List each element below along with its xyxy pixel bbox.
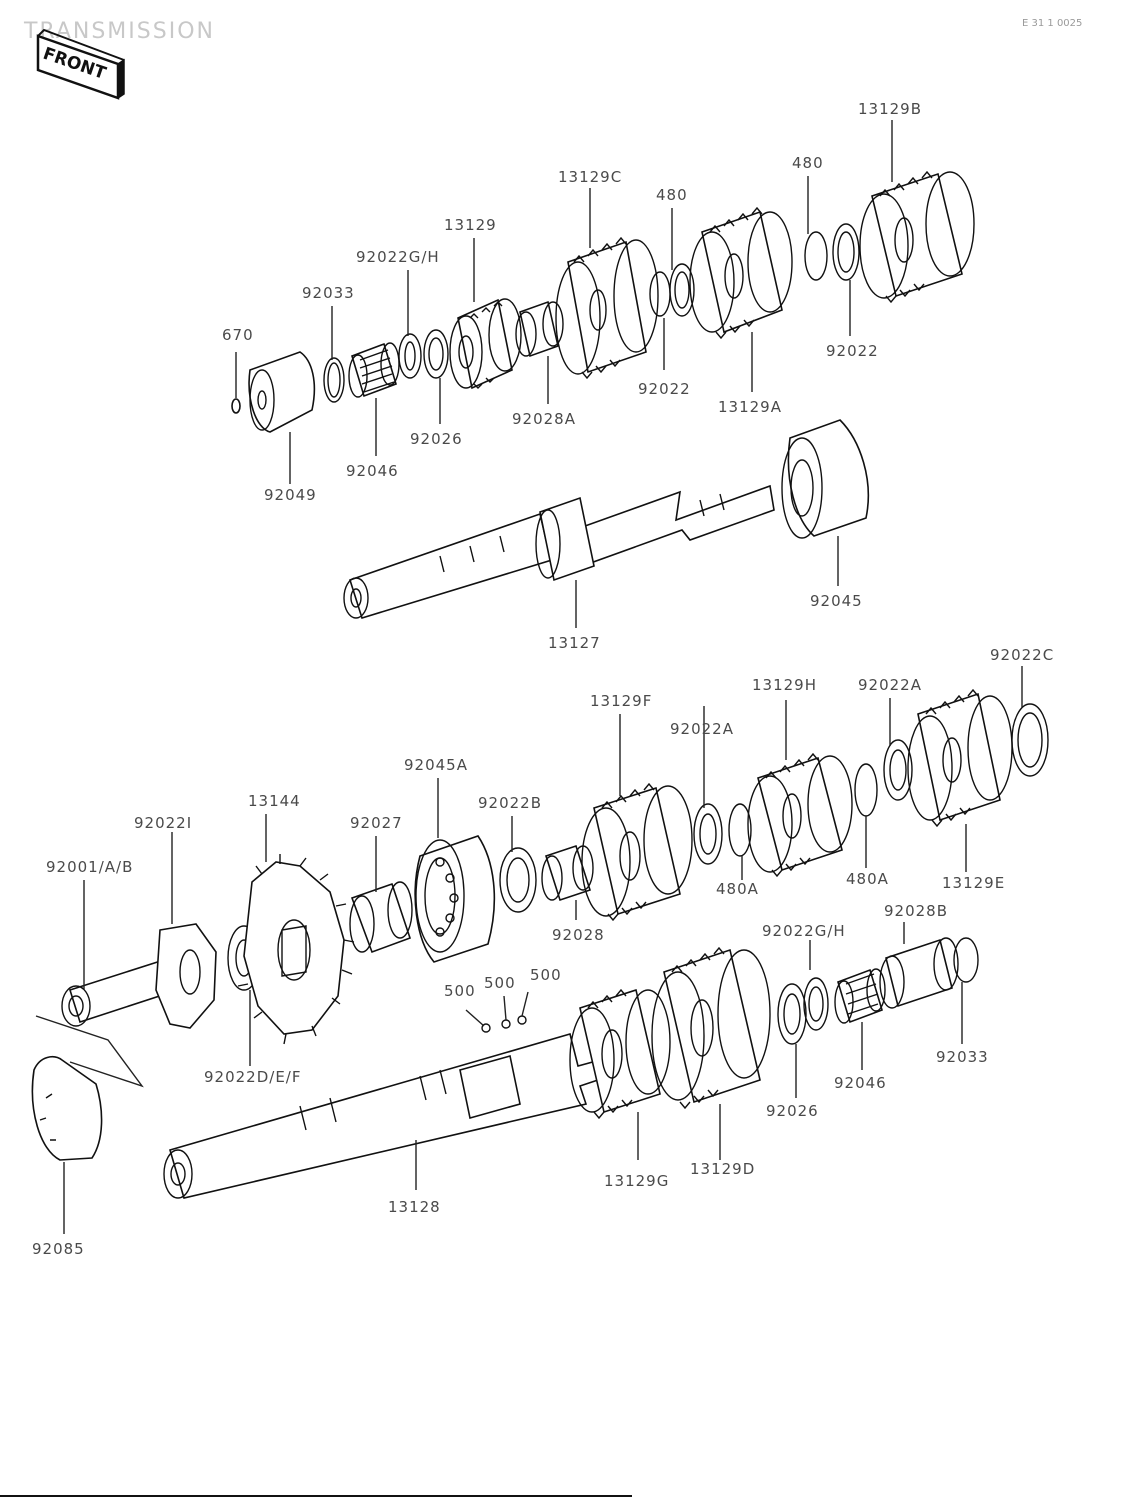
label-13129D: 13129D (690, 1160, 755, 1178)
bearing-92046-bottom (834, 968, 886, 1024)
gear-13129C (555, 236, 659, 380)
label-92046-top: 92046 (346, 462, 399, 480)
part-92046-top (348, 342, 400, 398)
label-13129: 13129 (444, 216, 497, 234)
gear-13129 (449, 298, 522, 390)
label-500-a: 500 (444, 982, 476, 1000)
circlip-480A-a (728, 803, 752, 857)
label-92022-top-mid: 92022 (638, 380, 691, 398)
label-92022A-mid: 92022A (670, 720, 734, 738)
label-13144: 13144 (248, 792, 301, 810)
label-500-b: 500 (484, 974, 516, 992)
label-480A-b: 480A (846, 870, 889, 888)
part-92085 (31, 1056, 103, 1161)
sprocket-13144 (237, 854, 355, 1045)
label-670: 670 (222, 326, 254, 344)
label-13129H: 13129H (752, 676, 817, 694)
label-92027: 92027 (350, 814, 403, 832)
label-13129E: 13129E (942, 874, 1005, 892)
balls-500 (481, 1015, 527, 1033)
part-670 (231, 398, 241, 414)
label-13129F: 13129F (590, 692, 652, 710)
label-92022-top-right: 92022 (826, 342, 879, 360)
label-500-c: 500 (530, 966, 562, 984)
shaft-13128 (163, 1033, 605, 1199)
part-92028B (879, 937, 959, 1009)
gear-13129B (859, 170, 975, 304)
diagram-code: E 31 1 0025 (1022, 18, 1082, 29)
part-92049 (248, 351, 316, 433)
gear-13129F (581, 782, 693, 922)
gear-13129G (569, 988, 671, 1120)
label-13127: 13127 (548, 634, 601, 652)
label-92028A: 92028A (512, 410, 576, 428)
gear-13129H (747, 752, 853, 878)
label-92026-top: 92026 (410, 430, 463, 448)
gear-13129D (651, 946, 771, 1110)
label-92022B: 92022B (478, 794, 542, 812)
part-92033-top (323, 357, 345, 403)
label-92045A: 92045A (404, 756, 468, 774)
label-13129A: 13129A (718, 398, 782, 416)
label-480A-a: 480A (716, 880, 759, 898)
part-92022I (155, 923, 217, 1029)
washer-92022-top-mid (669, 263, 695, 317)
washer-92022C (1011, 703, 1049, 777)
label-13129B: 13129B (858, 100, 922, 118)
label-13129C: 13129C (558, 168, 622, 186)
label-92028B: 92028B (884, 902, 948, 920)
bearing-92045 (781, 419, 870, 539)
label-92022I: 92022I (134, 814, 192, 832)
circlip-480-top-a (649, 271, 671, 317)
label-92033-bottom: 92033 (936, 1048, 989, 1066)
part-92028A (515, 300, 564, 358)
front-badge: FRONT (36, 28, 125, 100)
ring-92033-bottom (953, 937, 979, 983)
gear-13129E (907, 688, 1013, 828)
part-92026-top (423, 329, 449, 379)
part-92027 (349, 881, 413, 954)
diagram-title: TRANSMISSION (23, 19, 215, 44)
label-92046-bottom: 92046 (834, 1074, 887, 1092)
label-92028: 92028 (552, 926, 605, 944)
label-92001: 92001/A/B (46, 858, 133, 876)
washer-92022B (499, 847, 537, 913)
washer-92026-bottom (777, 983, 807, 1045)
label-13129G: 13129G (604, 1172, 669, 1190)
part-92022G-H-top (398, 333, 422, 379)
gear-13129A (689, 206, 793, 340)
washer-92022A-mid (693, 803, 723, 865)
label-92085: 92085 (32, 1240, 85, 1258)
label-92022C: 92022C (990, 646, 1054, 664)
bearing-92045A (414, 835, 496, 963)
label-92022G-H-top: 92022G/H (356, 248, 440, 266)
circlip-480-top-b (804, 231, 828, 281)
circlip-480A-b (854, 763, 878, 817)
label-92022A-right: 92022A (858, 676, 922, 694)
washer-92022A-right (883, 739, 913, 801)
upper-shaft-assembly (231, 120, 975, 628)
label-92022G-H-bottom: 92022G/H (762, 922, 846, 940)
label-92045: 92045 (810, 592, 863, 610)
label-480-top-b: 480 (792, 154, 824, 172)
label-92033-top: 92033 (302, 284, 355, 302)
lower-shaft-assembly (31, 666, 1049, 1234)
label-480-top-a: 480 (656, 186, 688, 204)
label-92026-bottom: 92026 (766, 1102, 819, 1120)
label-92049: 92049 (264, 486, 317, 504)
label-13128: 13128 (388, 1198, 441, 1216)
shaft-13127 (343, 484, 775, 619)
label-92022D-E-F: 92022D/E/F (204, 1068, 301, 1086)
washer-92022-top-right (832, 223, 860, 281)
washer-92022G-H-bottom (803, 977, 829, 1031)
